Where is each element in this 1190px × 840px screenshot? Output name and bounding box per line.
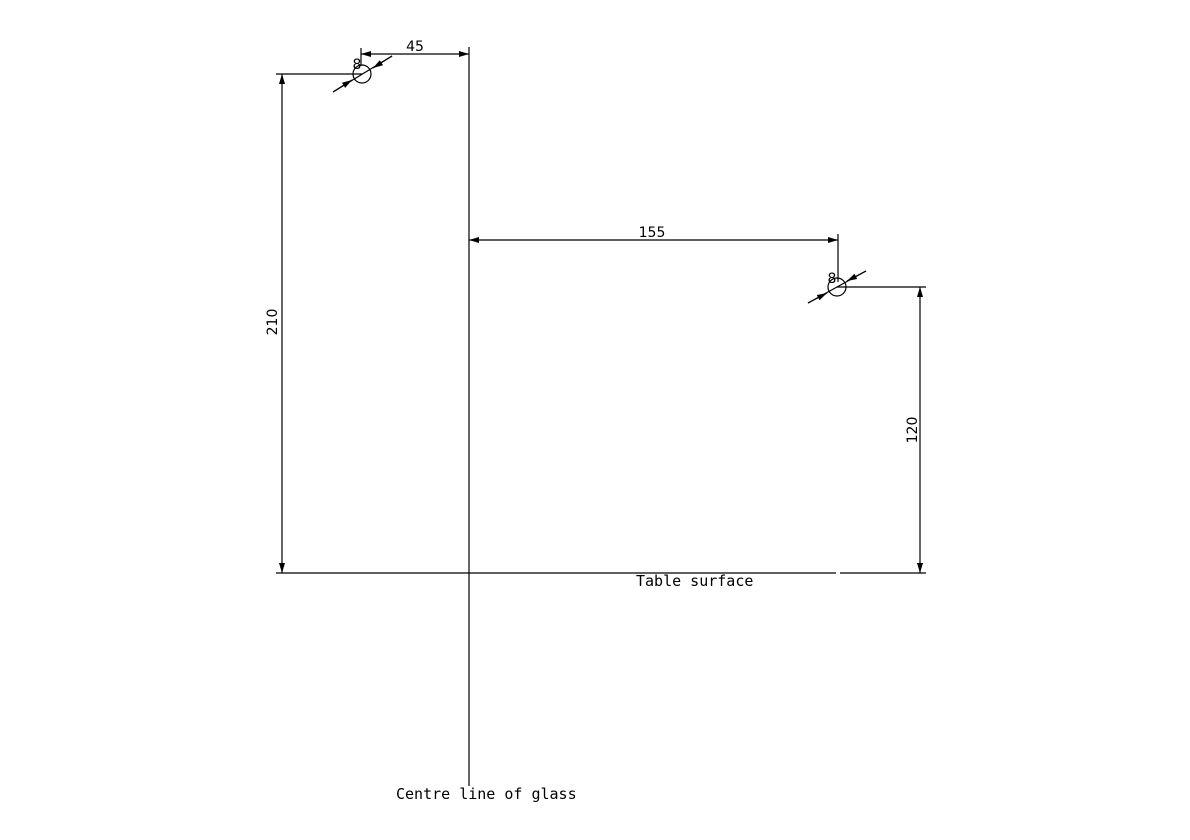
dimension-45-label: 45	[406, 39, 424, 55]
svg-text:8: 8	[828, 271, 837, 287]
centre-line-label: Centre line of glass	[396, 785, 577, 803]
dimension-155-label: 155	[639, 225, 666, 241]
dimension-120-label: 120	[905, 417, 921, 444]
svg-text:8: 8	[353, 57, 362, 73]
table-surface-label: Table surface	[636, 572, 753, 590]
weld-symbol-lower: 8	[807, 270, 926, 304]
dimension-210-label: 210	[265, 309, 281, 336]
weld-symbol-upper: 8	[276, 55, 393, 93]
